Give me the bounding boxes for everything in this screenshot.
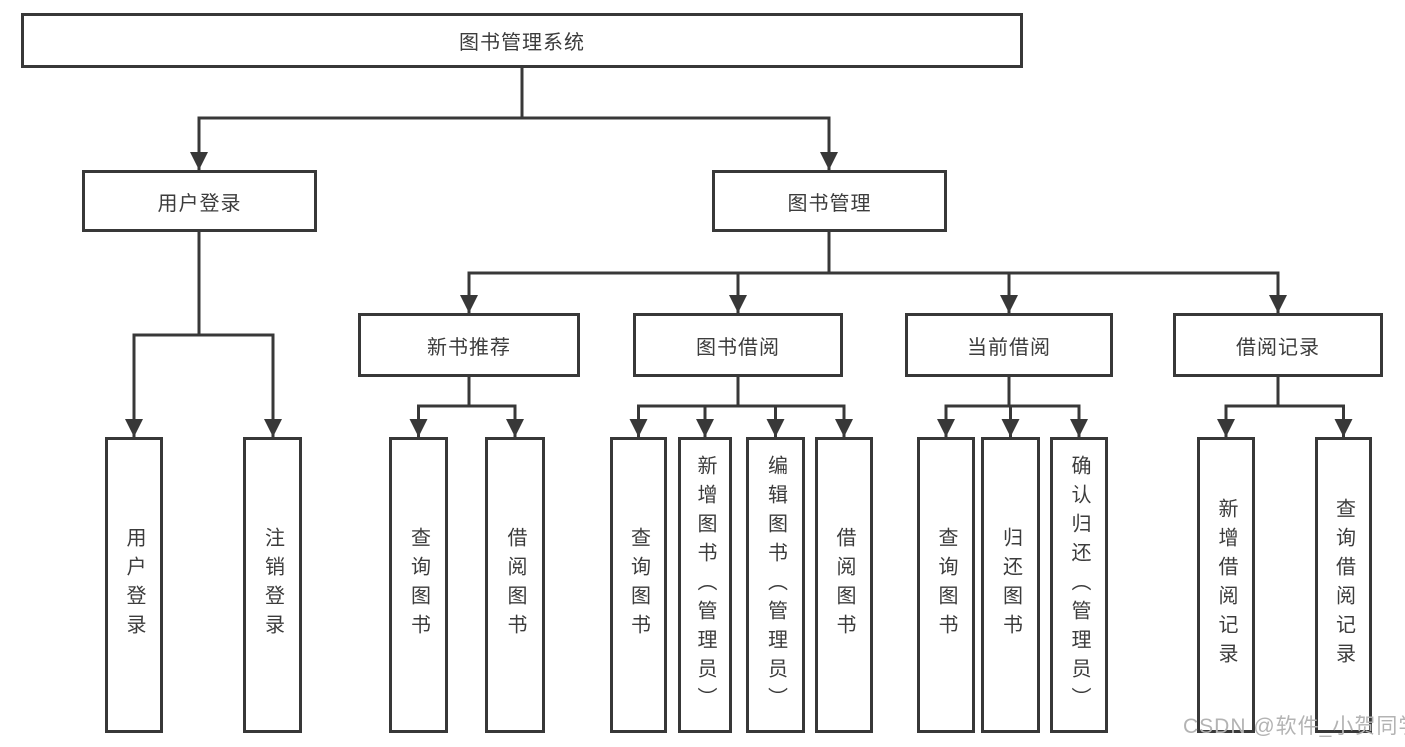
csdn-watermark: CSDN @软件_小贺同学 <box>1183 715 1405 738</box>
node-label: 借阅记录 <box>1236 336 1320 359</box>
node-label: 图书管理 <box>787 192 872 215</box>
node-label: 编辑图书（管理员） <box>764 454 787 716</box>
node-root-library-system: 图书管理系统 <box>21 13 1023 68</box>
node-label: 新增图书（管理员） <box>694 454 716 716</box>
node-label: 新增借阅记录 <box>1215 498 1237 672</box>
node-label: 新书推荐 <box>427 336 511 359</box>
node-book-borrow: 图书借阅 <box>633 313 843 377</box>
node-label: 借阅图书 <box>833 527 855 643</box>
leaf-logout: 注销登录 <box>243 437 302 733</box>
leaf-user-login: 用户登录 <box>105 437 163 733</box>
leaf-recommend-borrow-book: 借阅图书 <box>485 437 545 733</box>
node-label: 图书管理系统 <box>459 32 585 54</box>
leaf-add-book-admin: 新增图书（管理员） <box>678 437 732 733</box>
leaf-recommend-query-book: 查询图书 <box>389 437 448 733</box>
node-new-book-recommend: 新书推荐 <box>358 313 580 377</box>
node-label: 查询借阅记录 <box>1332 498 1355 672</box>
node-label: 查询图书 <box>407 527 430 643</box>
node-label: 注销登录 <box>261 527 284 643</box>
leaf-borrow-book: 借阅图书 <box>815 437 873 733</box>
leaf-borrow-query-book: 查询图书 <box>610 437 667 733</box>
leaf-current-query-book: 查询图书 <box>917 437 975 733</box>
node-current-borrow: 当前借阅 <box>905 313 1113 377</box>
leaf-confirm-return-admin: 确认归还（管理员） <box>1050 437 1108 733</box>
node-label: 用户登录 <box>123 527 145 643</box>
node-label: 归还图书 <box>999 527 1022 643</box>
node-label: 用户登录 <box>157 192 242 215</box>
node-label: 图书借阅 <box>696 336 780 359</box>
leaf-return-book: 归还图书 <box>981 437 1040 733</box>
node-label: 确认归还（管理员） <box>1068 454 1090 716</box>
node-user-login-branch: 用户登录 <box>82 170 317 232</box>
leaf-edit-book-admin: 编辑图书（管理员） <box>746 437 805 733</box>
node-label: 当前借阅 <box>967 336 1051 359</box>
leaf-query-borrow-record: 查询借阅记录 <box>1315 437 1372 733</box>
node-book-management: 图书管理 <box>712 170 947 232</box>
node-label: 查询图书 <box>627 527 650 643</box>
node-label: 借阅图书 <box>504 527 526 643</box>
node-borrow-record: 借阅记录 <box>1173 313 1383 377</box>
node-label: 查询图书 <box>935 527 957 643</box>
leaf-add-borrow-record: 新增借阅记录 <box>1197 437 1255 733</box>
